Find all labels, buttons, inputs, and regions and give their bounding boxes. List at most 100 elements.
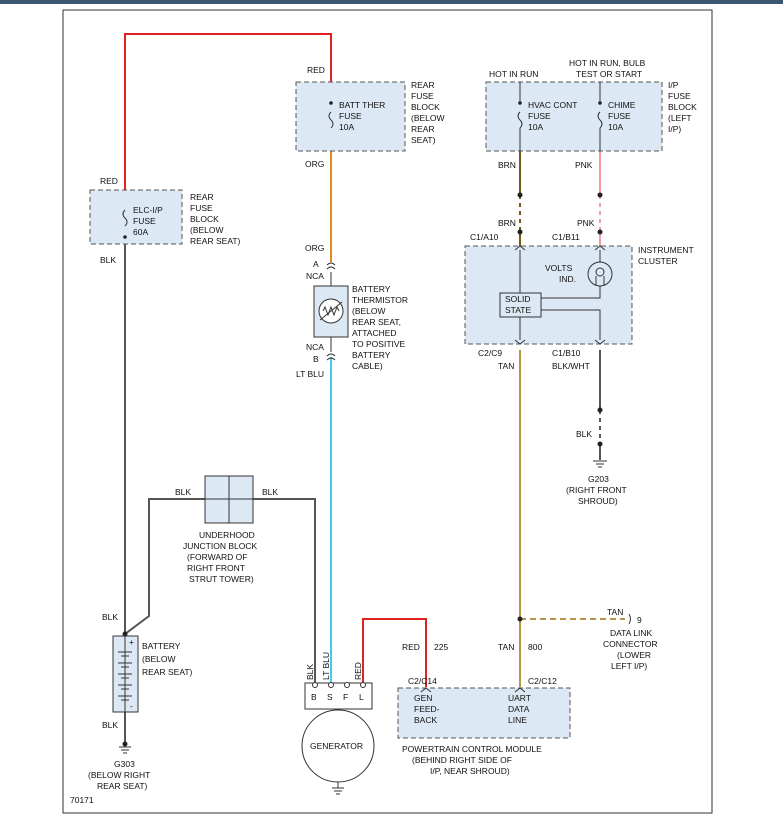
svg-text:STATE: STATE	[505, 305, 531, 315]
svg-text:BLOCK: BLOCK	[668, 102, 697, 112]
solid-state-label: SOLID	[505, 294, 531, 304]
svg-text:(BELOW: (BELOW	[352, 306, 386, 316]
svg-text:ATTACHED: ATTACHED	[352, 328, 397, 338]
pin-label: C1/A10	[470, 232, 499, 242]
window-top-bar	[0, 0, 783, 4]
splice-dot	[597, 229, 603, 235]
rear-fuse-block-left: ELC-I/P FUSE 60A	[89, 189, 183, 245]
pcm-label: POWERTRAIN CONTROL MODULE (BEHIND RIGHT …	[402, 744, 542, 776]
wire-label-brn: BRN	[498, 160, 516, 170]
svg-text:-: -	[130, 701, 133, 711]
wire-label-tan: TAN	[498, 361, 514, 371]
nca-label: NCA	[306, 342, 324, 352]
splice-dot	[597, 192, 603, 198]
svg-text:FUSE: FUSE	[190, 203, 213, 213]
wire-label-blk: BLK	[262, 487, 278, 497]
ip-fuse-block-label: I/P FUSE BLOCK (LEFT I/P)	[668, 80, 697, 134]
fuse-label: FUSE	[339, 111, 362, 121]
pin-label: C2/C9	[478, 348, 502, 358]
wire-label-org: ORG	[305, 243, 324, 253]
data-link-connector-label: DATA LINK CONNECTOR (LOWER LEFT I/P)	[603, 628, 658, 671]
pin-label: C1/B10	[552, 348, 581, 358]
svg-text:BLOCK: BLOCK	[411, 102, 440, 112]
svg-text:10A: 10A	[608, 122, 623, 132]
svg-text:(BEHIND RIGHT SIDE OF: (BEHIND RIGHT SIDE OF	[412, 755, 512, 765]
wire-label-brn: BRN	[498, 218, 516, 228]
pin-label: 9	[637, 615, 642, 625]
splice-dot	[517, 229, 523, 235]
ground-g303-label: G303	[114, 759, 135, 769]
svg-text:DATA LINK: DATA LINK	[610, 628, 653, 638]
wire-label-pnk: PNK	[575, 160, 593, 170]
connector-icon	[326, 357, 336, 361]
ground-g203-icon	[593, 460, 607, 468]
rear-fuse-block-left-label: REAR FUSE BLOCK (BELOW REAR SEAT)	[190, 192, 241, 246]
svg-text:POWERTRAIN CONTROL MODULE: POWERTRAIN CONTROL MODULE	[402, 744, 542, 754]
instrument-cluster: SOLID STATE VOLTS IND.	[464, 245, 633, 345]
generator-label: GENERATOR	[310, 741, 363, 751]
batt-ther-fuse-label: BATT THER	[339, 100, 385, 110]
generator: B S F L GENERATOR	[301, 682, 375, 795]
hot-in-run-label: HOT IN RUN	[489, 69, 538, 79]
battery-icon: + -	[112, 635, 139, 713]
wire-label-pnk: PNK	[577, 218, 595, 228]
splice-dot	[517, 616, 523, 622]
wire-blk-junction-left	[124, 498, 205, 635]
svg-text:BATTERY: BATTERY	[352, 350, 391, 360]
ground-location: (RIGHT FRONT	[566, 485, 627, 495]
wire-label-blk: BLK	[100, 255, 116, 265]
svg-text:I/P: I/P	[668, 80, 679, 90]
terminal-s: S	[327, 692, 333, 702]
svg-text:REAR: REAR	[190, 192, 214, 202]
battery-label: BATTERY (BELOW REAR SEAT)	[142, 641, 193, 677]
svg-text:BLOCK: BLOCK	[190, 214, 219, 224]
svg-text:(FORWARD OF: (FORWARD OF	[187, 552, 247, 562]
svg-text:UNDERHOOD: UNDERHOOD	[199, 530, 255, 540]
underhood-junction-label: UNDERHOOD JUNCTION BLOCK (FORWARD OF RIG…	[183, 530, 257, 584]
connector-icon	[628, 613, 631, 625]
pin-label: C1/B11	[552, 232, 580, 242]
pin-label: C2/C14	[408, 676, 437, 686]
svg-text:RIGHT FRONT: RIGHT FRONT	[187, 563, 245, 573]
pin-label: C2/C12	[528, 676, 557, 686]
svg-text:CONNECTOR: CONNECTOR	[603, 639, 658, 649]
wire-red-pcm	[362, 618, 427, 687]
circuit-number: 800	[528, 642, 542, 652]
chime-fuse-label: CHIME	[608, 100, 636, 110]
svg-text:FUSE: FUSE	[668, 91, 691, 101]
svg-text:UART: UART	[508, 693, 531, 703]
svg-text:DATA: DATA	[508, 704, 530, 714]
svg-text:REAR: REAR	[411, 80, 435, 90]
svg-text:STRUT TOWER): STRUT TOWER)	[189, 574, 254, 584]
pin-label: B	[313, 354, 319, 364]
wire-red-main	[124, 33, 332, 190]
svg-text:IND.: IND.	[559, 274, 576, 284]
wire-label-ltblu: LT BLU	[296, 369, 324, 379]
fuse-rating: 10A	[339, 122, 354, 132]
svg-text:BATTERY: BATTERY	[142, 641, 181, 651]
rear-fuse-block-top-label: REAR FUSE BLOCK (BELOW REAR SEAT)	[411, 80, 445, 145]
wire-label-red: RED	[307, 65, 325, 75]
ground-location: REAR SEAT)	[97, 781, 148, 791]
svg-text:BACK: BACK	[414, 715, 437, 725]
connector-icon	[326, 266, 336, 270]
splice-dot	[597, 441, 603, 447]
connector-icon	[326, 353, 336, 357]
svg-text:CABLE): CABLE)	[352, 361, 383, 371]
ip-fuse-block: HVAC CONT FUSE 10A CHIME FUSE 10A	[485, 81, 663, 152]
svg-text:SEAT): SEAT)	[411, 135, 436, 145]
svg-text:FUSE: FUSE	[528, 111, 551, 121]
wire-label-org: ORG	[305, 159, 324, 169]
svg-text:(BELOW: (BELOW	[190, 225, 224, 235]
splice-dot	[122, 631, 128, 637]
wire-label-tan: TAN	[607, 607, 623, 617]
terminal-f: F	[343, 692, 348, 702]
fuse-label: FUSE	[133, 216, 156, 226]
pin-label: A	[313, 259, 319, 269]
wire-label-blk: BLK	[175, 487, 191, 497]
svg-text:FEED-: FEED-	[414, 704, 440, 714]
svg-text:TO POSITIVE: TO POSITIVE	[352, 339, 406, 349]
wire-label-tan: TAN	[498, 642, 514, 652]
terminal-l: L	[359, 692, 364, 702]
